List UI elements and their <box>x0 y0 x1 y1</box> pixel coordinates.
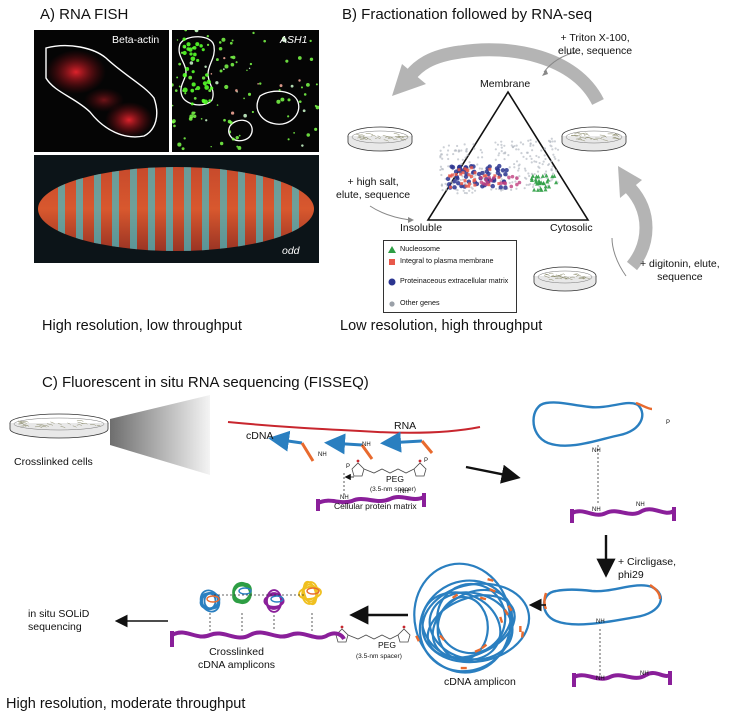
protein-matrix-4 <box>171 630 346 641</box>
embryo <box>38 167 314 251</box>
panel-a-title: A) RNA FISH <box>40 6 129 23</box>
arrow-head-triton <box>392 64 426 96</box>
vertex-insoluble: Insoluble <box>400 222 443 234</box>
legend-item-ecm: Proteinaceous extracellular matrix <box>388 276 510 286</box>
beta-actin-image: Beta-actin <box>34 30 169 152</box>
arrow-head-digitonin <box>618 166 642 198</box>
legend-item-other: Other genes <box>388 298 440 308</box>
label-odd: odd <box>282 245 300 257</box>
label-nh-3: NH <box>340 495 349 501</box>
panel-c-title: C) Fluorescent in situ RNA sequencing (F… <box>42 374 369 391</box>
label-nh-6: NH <box>592 507 601 513</box>
cdna-amplicon-ball <box>413 562 531 674</box>
label-p-1: P <box>346 464 351 470</box>
fisseq-diagram <box>9 395 676 687</box>
cdna-strand-3 <box>380 431 423 453</box>
protein-matrix-2 <box>571 507 676 517</box>
legend-triangle-icon <box>388 246 396 253</box>
cdna-strand-2 <box>324 433 363 455</box>
label-ash1: ASH1 <box>280 34 308 46</box>
fish-micrographs: Beta-actin ASH1 odd <box>34 30 319 263</box>
label-nh-2: NH <box>362 442 371 448</box>
circularized-cdna <box>532 401 644 447</box>
label-cdna: cDNA <box>246 430 274 442</box>
rna-strand <box>227 421 481 434</box>
odd-embryo-image: odd <box>34 155 319 263</box>
label-circligase: + Circligase, phi29 <box>618 556 677 581</box>
step-triton: + Triton X-100, elute, sequence <box>558 32 633 57</box>
ash1-image: ASH1 <box>172 30 319 152</box>
legend-item-nucleosome: Nucleosome <box>388 244 440 254</box>
label-beta-actin: Beta-actin <box>112 34 160 46</box>
vertex-cytosolic: Cytosolic <box>550 222 593 234</box>
label-rna: RNA <box>394 420 417 432</box>
cdna-strand-1 <box>268 430 303 452</box>
label-spacer-1: (3.5-nm spacer) <box>370 486 416 493</box>
beta-actin-cell <box>45 44 158 138</box>
protein-matrix-1 <box>317 495 425 505</box>
label-cellular-matrix: Cellular protein matrix <box>334 501 417 511</box>
label-p-2: P <box>424 458 429 464</box>
protein-matrix-3 <box>573 671 672 681</box>
label-nh-8: NH <box>596 619 605 625</box>
label-peg-1: PEG <box>386 474 404 484</box>
panel-b-caption: Low resolution, high throughput <box>340 318 543 334</box>
label-nh-7: NH <box>636 502 645 508</box>
label-spacer-2: (3.5-nm spacer) <box>356 653 402 660</box>
label-nh-10: NH <box>640 671 649 677</box>
panel-a-caption: High resolution, low throughput <box>42 318 242 334</box>
label-nh-5: NH <box>592 448 601 454</box>
legend: Nucleosome Integral to plasma membrane P… <box>383 240 517 313</box>
label-cdna-amplicon: cDNA amplicon <box>444 676 516 688</box>
label-nh-4: NH <box>400 489 409 495</box>
legend-square-icon <box>389 259 395 265</box>
label-peg-2: PEG <box>378 640 396 650</box>
label-crosslinked-cells: Crosslinked cells <box>14 456 93 468</box>
label-nh-9: NH <box>596 676 605 682</box>
step-digitonin: + digitonin, elute, sequence <box>640 258 720 283</box>
step-high-salt: + high salt, elute, sequence <box>336 176 411 201</box>
ash1-cells <box>172 30 319 151</box>
panel-c-caption: High resolution, moderate throughput <box>6 696 246 712</box>
label-crosslinked-amplicons: Crosslinked cDNA amplicons <box>198 646 276 671</box>
fractionation-diagram <box>347 43 653 292</box>
legend-gray-circle-icon <box>389 301 395 307</box>
panel-b-title: B) Fractionation followed by RNA-seq <box>342 6 593 23</box>
circular-template <box>542 584 662 626</box>
label-nh-1: NH <box>318 452 327 458</box>
label-p-3: P <box>666 420 671 426</box>
vertex-membrane: Membrane <box>480 78 531 90</box>
legend-circle-icon <box>388 278 396 286</box>
zoom-cone <box>110 395 210 475</box>
legend-item-integral: Integral to plasma membrane <box>388 256 510 266</box>
label-solid-sequencing: in situ SOLiD sequencing <box>28 608 90 633</box>
